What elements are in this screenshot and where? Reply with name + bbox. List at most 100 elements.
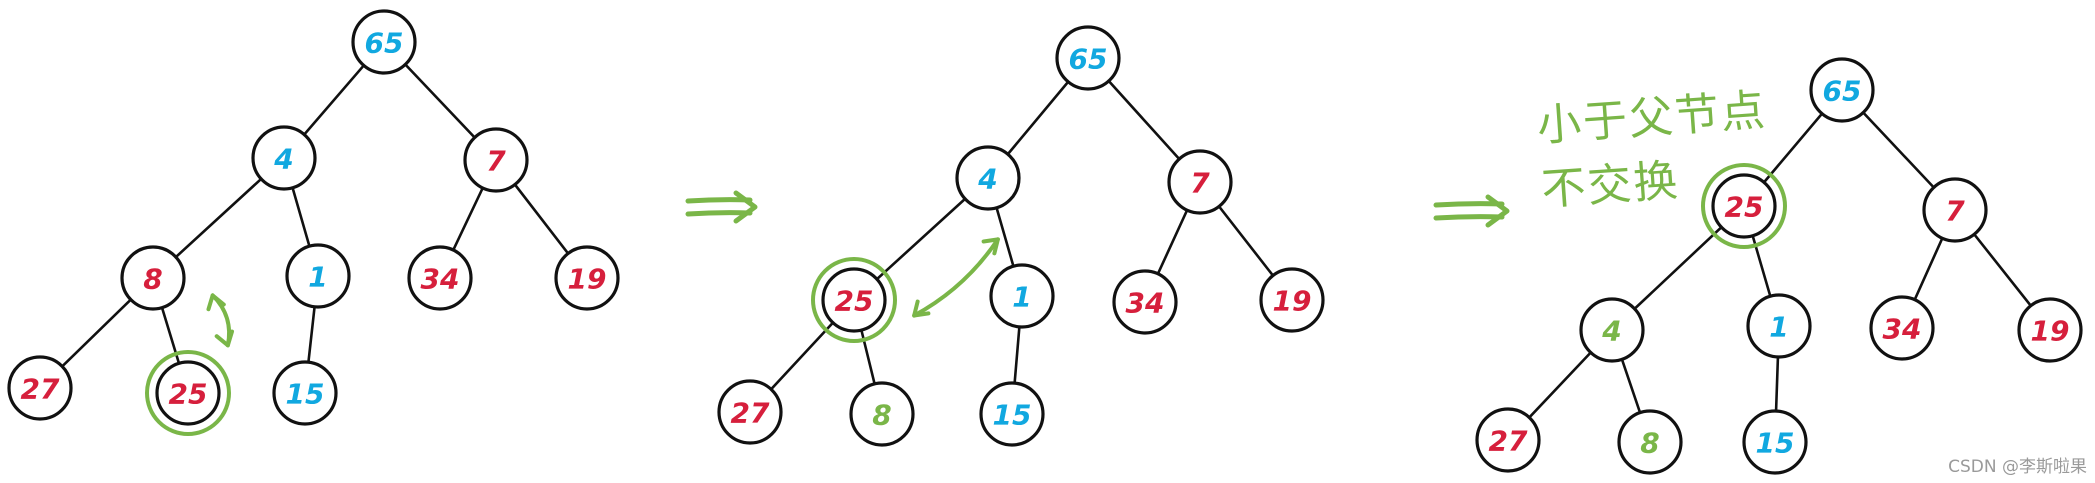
tree-node: 4 xyxy=(251,125,317,191)
node-circle xyxy=(1167,149,1233,215)
tree-node: 15 xyxy=(272,360,338,426)
node-label: 27 xyxy=(1489,425,1528,458)
step-arrow-2 xyxy=(1433,194,1510,228)
tree-node: 27 xyxy=(717,379,783,445)
tree-node: 65 xyxy=(351,9,417,75)
tree-node: 1 xyxy=(1746,293,1812,359)
node-circle xyxy=(285,243,351,309)
node-circle xyxy=(554,245,620,311)
node-circle xyxy=(407,245,473,311)
node-circle xyxy=(155,360,221,426)
node-label: 65 xyxy=(365,27,404,60)
node-label: 25 xyxy=(835,285,874,318)
node-label: 19 xyxy=(568,263,607,296)
node-label: 7 xyxy=(486,145,506,178)
tree-node: 1 xyxy=(989,263,1055,329)
tree-step-1: 65 4 7 8 1 34 19 27 25 15 xyxy=(7,9,620,436)
node-circle xyxy=(1259,267,1325,333)
tree-node: 27 xyxy=(1475,407,1541,473)
tree-node: 7 xyxy=(463,127,529,193)
tree-node: 34 xyxy=(1869,295,1935,361)
node-label: 65 xyxy=(1823,75,1862,108)
node-circle xyxy=(821,267,887,333)
node-circle xyxy=(1922,177,1988,243)
node-label: 34 xyxy=(1883,313,1922,346)
node-circle xyxy=(1742,409,1808,475)
node-circle xyxy=(989,263,1055,329)
node-label: 25 xyxy=(1725,191,1764,224)
node-label: 34 xyxy=(421,263,460,296)
node-label: 65 xyxy=(1069,43,1108,76)
trees-layer: 65 4 7 8 1 34 19 27 25 15 65 4 7 25 1 34 19 27 8 15 65 25 7 4 1 3… xyxy=(7,9,2083,475)
tree-node: 4 xyxy=(1579,297,1645,363)
highlight-ring xyxy=(1701,163,1787,249)
annotation-note: 小于父节点 不交换 xyxy=(1535,84,1769,216)
node-circle xyxy=(1617,409,1683,475)
node-circle xyxy=(1746,293,1812,359)
tree-node: 65 xyxy=(1809,57,1875,123)
watermark: CSDN @李斯啦果 xyxy=(1948,457,2087,477)
node-label: 8 xyxy=(1640,427,1659,460)
node-label: 1 xyxy=(308,261,327,294)
node-label: 8 xyxy=(872,399,891,432)
node-label: 19 xyxy=(1273,285,1312,318)
node-label: 27 xyxy=(731,397,770,430)
node-circle xyxy=(1475,407,1541,473)
tree-node: 4 xyxy=(955,145,1021,211)
node-circle xyxy=(463,127,529,193)
tree-step-3: 65 25 7 4 1 34 19 27 8 15 xyxy=(1475,57,2083,475)
highlight-ring xyxy=(145,350,231,436)
node-label: 4 xyxy=(273,143,293,176)
step-arrows xyxy=(685,190,1510,228)
node-circle xyxy=(955,145,1021,211)
node-label: 1 xyxy=(1012,281,1031,314)
node-circle xyxy=(717,379,783,445)
node-label: 7 xyxy=(1945,195,1965,228)
tree-node: 25 xyxy=(145,350,231,436)
node-label: 15 xyxy=(993,399,1032,432)
tree-node: 19 xyxy=(1259,267,1325,333)
swap-arrow xyxy=(206,293,235,348)
node-circle xyxy=(7,355,73,421)
tree-node: 15 xyxy=(1742,409,1808,475)
node-circle xyxy=(849,381,915,447)
node-circle xyxy=(2017,297,2083,363)
node-label: 15 xyxy=(1756,427,1795,460)
tree-node: 27 xyxy=(7,355,73,421)
node-label: 25 xyxy=(169,378,208,411)
tree-node: 1 xyxy=(285,243,351,309)
tree-node: 8 xyxy=(1617,409,1683,475)
node-circle xyxy=(1809,57,1875,123)
tree-node: 7 xyxy=(1167,149,1233,215)
step-arrow-1 xyxy=(685,190,758,224)
node-circle xyxy=(1711,173,1777,239)
tree-node: 19 xyxy=(2017,297,2083,363)
tree-node: 8 xyxy=(120,245,186,311)
tree-node: 25 xyxy=(1701,163,1787,249)
node-label: 4 xyxy=(977,163,997,196)
highlight-ring xyxy=(811,257,897,343)
node-circle xyxy=(1869,295,1935,361)
swap-arrow xyxy=(912,237,1000,318)
node-circle xyxy=(272,360,338,426)
node-circle xyxy=(979,381,1045,447)
tree-node: 19 xyxy=(554,245,620,311)
node-label: 1 xyxy=(1769,311,1788,344)
tree-node: 7 xyxy=(1922,177,1988,243)
tree-node: 65 xyxy=(1055,25,1121,91)
tree-node: 15 xyxy=(979,381,1045,447)
node-label: 4 xyxy=(1601,315,1621,348)
tree-node: 34 xyxy=(407,245,473,311)
node-label: 27 xyxy=(21,373,60,406)
tree-node: 8 xyxy=(849,381,915,447)
node-label: 19 xyxy=(2031,315,2070,348)
tree-node: 25 xyxy=(811,257,897,343)
node-circle xyxy=(351,9,417,75)
node-circle xyxy=(120,245,186,311)
tree-step-2: 65 4 7 25 1 34 19 27 8 15 xyxy=(717,25,1325,447)
node-circle xyxy=(1055,25,1121,91)
tree-node: 34 xyxy=(1112,269,1178,335)
node-circle xyxy=(1579,297,1645,363)
node-circle xyxy=(251,125,317,191)
